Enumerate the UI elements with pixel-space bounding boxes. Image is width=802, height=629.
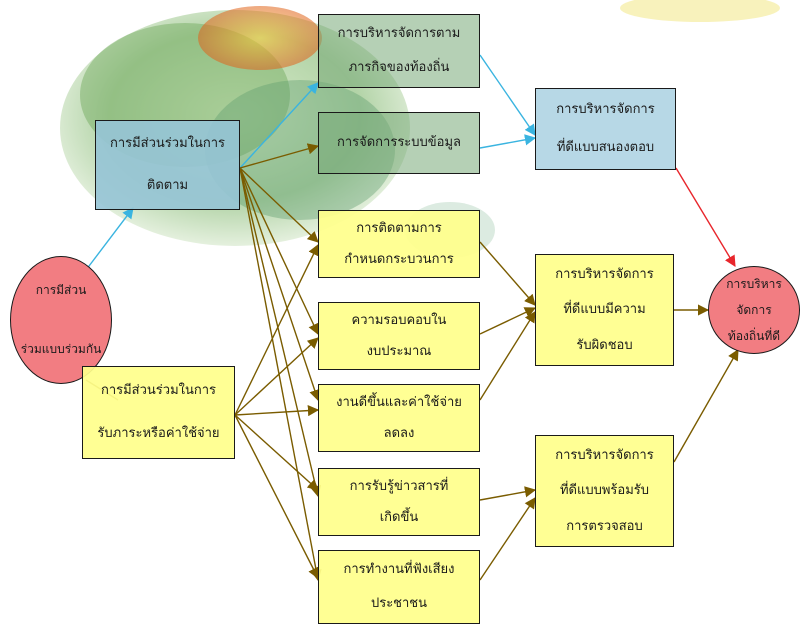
edge-mission-to-responsive (479, 54, 536, 136)
participation-monitoring-box: การมีส่วนร่วมในการ ติดตาม (95, 120, 240, 210)
accountable-line-3: รับผิดชอบ (576, 337, 633, 353)
responsive-governance-box: การบริหารจัดการ ที่ดีแบบสนองตอบ (535, 88, 676, 170)
edge-participation-to-monitoring (85, 207, 134, 271)
responsive-line-1: การบริหารจัดการ (556, 102, 655, 118)
edge-process-to-accountable (479, 241, 536, 306)
edge-monitoring-to-budget (239, 167, 319, 336)
participation-cost-line-1: การมีส่วนร่วมในการ (100, 382, 217, 398)
edge-betterwork-to-accountable (479, 311, 536, 401)
edge-cost-to-budget (234, 337, 319, 416)
data-system-box: การจัดการระบบข้อมูล (318, 112, 480, 174)
mission-management-line-1: การบริหารจัดการตาม (337, 26, 461, 42)
edge-monitoring-to-process (239, 167, 319, 243)
edge-responsive-to-governance (675, 167, 736, 267)
good-local-governance-circle: การบริหาร จัดการ ท้องถิ่นที่ดี (708, 266, 800, 354)
auditable-line-1: การบริหารจัดการ (555, 447, 654, 463)
better-work-line-2: ลดลง (383, 425, 415, 441)
edge-auditable-to-governance (673, 349, 739, 463)
accountable-governance-box: การบริหารจัดการ ที่ดีแบบมีความ รับผิดชอบ (535, 254, 674, 366)
information-line-2: เกิดขึ้น (379, 509, 419, 525)
edge-monitoring-to-betterwork (239, 167, 321, 402)
mission-management-box: การบริหารจัดการตาม ภารกิจของท้องถิ่น (318, 14, 480, 88)
edge-cost-to-listening (234, 414, 319, 579)
edge-cost-to-betterwork (234, 405, 320, 417)
edge-monitoring-to-mission (239, 82, 319, 169)
participation-monitoring-line-1: การมีส่วนร่วมในการ (109, 136, 226, 152)
edge-information-to-auditable (479, 486, 537, 501)
process-monitoring-box: การติดตามการ กำหนดกระบวนการ (318, 210, 480, 278)
information-box: การรับรู้ข่าวสารที่ เกิดขึ้น (318, 468, 480, 536)
participation-line-1: การมีส่วน (35, 283, 87, 298)
information-line-1: การรับรู้ข่าวสารที่ (349, 478, 449, 494)
participation-line-2: ร่วมแบบร่วมกัน (20, 342, 102, 357)
budget-care-line-1: ความรอบคอบใน (351, 312, 447, 328)
listening-line-1: การทำงานที่ฟังเสียง (343, 562, 455, 578)
auditable-governance-box: การบริหารจัดการ ที่ดีแบบพร้อมรับ การตรวจ… (535, 435, 674, 547)
edge-data-to-responsive (479, 134, 537, 149)
governance-line-3: ท้องถิ่นที่ดี (727, 328, 781, 343)
edge-cost-to-information (234, 414, 319, 491)
edge-budget-to-accountable (479, 307, 537, 335)
accountable-line-1: การบริหารจัดการ (555, 266, 654, 282)
participation-monitoring-line-2: ติดตาม (146, 178, 189, 194)
auditable-line-2: ที่ดีแบบพร้อมรับ (559, 483, 650, 499)
edge-monitoring-to-information (239, 167, 322, 498)
mission-management-line-2: ภารกิจของท้องถิ่น (348, 60, 450, 76)
accountable-line-2: ที่ดีแบบมีความ (563, 302, 646, 318)
better-work-line-1: งานดีขึ้นและค่าใช้จ่าย (336, 394, 462, 410)
edge-monitoring-to-data (239, 143, 320, 169)
data-system-line-1: การจัดการระบบข้อมูล (336, 135, 462, 151)
participation-cost-line-2: รับภาระหรือค่าใช้จ่าย (97, 426, 220, 442)
process-monitoring-line-2: กำหนดกระบวนการ (344, 251, 454, 267)
governance-line-2: จัดการ (736, 302, 772, 317)
process-monitoring-line-1: การติดตามการ (356, 220, 442, 236)
better-work-box: งานดีขึ้นและค่าใช้จ่าย ลดลง (318, 384, 480, 452)
edge-cost-to-process (234, 243, 319, 416)
participation-circle: การมีส่วน ร่วมแบบร่วมกัน (10, 256, 112, 384)
responsive-line-2: ที่ดีแบบสนองตอบ (556, 140, 655, 156)
governance-line-1: การบริหาร (726, 276, 782, 291)
auditable-line-3: การตรวจสอบ (566, 518, 643, 534)
listening-line-2: ประชาชน (370, 596, 428, 612)
edge-listening-to-auditable (479, 497, 536, 581)
budget-care-line-2: งบประมาณ (366, 343, 432, 359)
listening-box: การทำงานที่ฟังเสียง ประชาชน (318, 550, 480, 624)
participation-cost-box: การมีส่วนร่วมในการ รับภาระหรือค่าใช้จ่าย (82, 366, 235, 459)
budget-care-box: ความรอบคอบใน งบประมาณ (318, 302, 480, 370)
